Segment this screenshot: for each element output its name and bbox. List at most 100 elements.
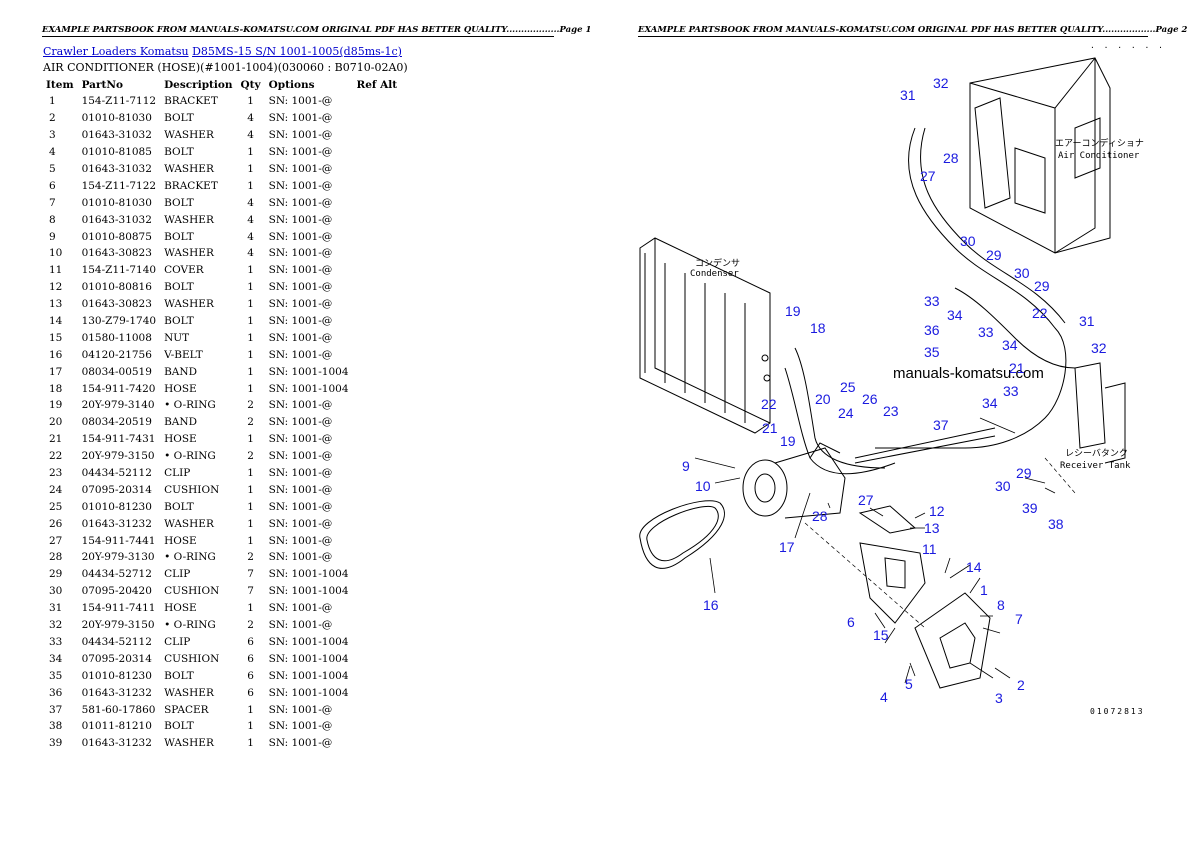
cell-partno: 581-60-17860 — [81, 703, 156, 716]
cell-qty: 2 — [247, 416, 254, 429]
callout-number: 31 — [1079, 313, 1095, 329]
cell-options: SN: 1001-@ — [268, 315, 333, 328]
cell-partno: 07095-20314 — [81, 652, 152, 665]
cell-refalt — [353, 498, 402, 515]
callout-number: 34 — [982, 395, 998, 411]
cell-description: CUSHION — [164, 483, 220, 496]
cell-partno: 20Y-979-3150 — [81, 450, 155, 463]
cell-refalt — [353, 93, 402, 110]
callout-number: 23 — [883, 403, 899, 419]
cell-partno: 01010-81230 — [81, 500, 152, 513]
cell-partno: 01643-31232 — [81, 517, 152, 530]
receiver-tank — [1074, 362, 1126, 464]
col-header-options: Options — [268, 78, 315, 91]
cell-options: SN: 1001-@ — [268, 399, 333, 412]
cell-description: NUT — [164, 331, 190, 344]
cell-options: SN: 1001-@ — [268, 619, 333, 632]
cell-refalt — [353, 481, 402, 498]
cell-options: SN: 1001-@ — [268, 129, 333, 142]
callout-number: 22 — [1032, 305, 1048, 321]
cell-refalt — [353, 701, 402, 718]
cell-refalt — [353, 684, 402, 701]
cell-description: WASHER — [164, 517, 214, 530]
label-condenser-jp: コンデンサ — [695, 257, 740, 269]
cell-options: SN: 1001-1004 — [268, 365, 349, 378]
cell-options: SN: 1001-@ — [268, 298, 333, 311]
cell-partno: 04120-21756 — [81, 348, 152, 361]
cell-qty: 4 — [247, 213, 254, 226]
cell-description: HOSE — [164, 433, 197, 446]
condenser-unit — [639, 237, 771, 434]
cell-partno: 04434-52112 — [81, 635, 152, 648]
cell-description: SPACER — [164, 703, 209, 716]
cell-description: BOLT — [164, 669, 194, 682]
cell-partno: 154-911-7441 — [81, 534, 156, 547]
cell-item: 27 — [49, 534, 63, 547]
cell-refalt — [353, 194, 402, 211]
cell-item: 3 — [49, 129, 56, 142]
page-subtitle: AIR CONDITIONER (HOSE)(#1001-1004)(03006… — [43, 61, 408, 74]
cell-options: SN: 1001-@ — [268, 95, 333, 108]
cell-qty: 1 — [247, 382, 254, 395]
cell-partno: 154-Z11-7140 — [81, 264, 157, 277]
cell-item: 24 — [49, 483, 63, 496]
cell-item: 11 — [49, 264, 63, 277]
diagram-text: エアーコンディショナ Air Conditioner コンデンサ Condens… — [690, 41, 1165, 716]
cell-refalt — [353, 262, 402, 279]
cell-partno: 08034-00519 — [81, 365, 152, 378]
parts-table: Item PartNo Description Qty Options Ref … — [42, 76, 401, 752]
cell-item: 28 — [49, 551, 63, 564]
cell-options: SN: 1001-@ — [268, 433, 333, 446]
cell-qty: 1 — [247, 264, 254, 277]
breadcrumb-link-category[interactable]: Crawler Loaders Komatsu — [43, 45, 189, 58]
callout-number: 34 — [947, 307, 963, 323]
cell-description: CLIP — [164, 568, 191, 581]
callout-number: 27 — [920, 168, 936, 184]
callout-number: 12 — [929, 503, 945, 519]
cell-refalt — [353, 414, 402, 431]
cell-description: WASHER — [164, 298, 214, 311]
callout-number: 33 — [1003, 383, 1019, 399]
cell-item: 26 — [49, 517, 63, 530]
callout-number: 6 — [847, 614, 855, 630]
callout-number: 25 — [840, 379, 856, 395]
cell-description: BAND — [164, 365, 197, 378]
cell-description: WASHER — [164, 213, 214, 226]
cell-qty: 1 — [247, 331, 254, 344]
cell-partno: 01643-30823 — [81, 298, 152, 311]
cell-refalt — [353, 144, 402, 161]
breadcrumb-link-model[interactable]: D85MS-15 S/N 1001-1005(d85ms-1c) — [192, 45, 402, 58]
cell-item: 36 — [49, 686, 63, 699]
cell-options: SN: 1001-@ — [268, 196, 333, 209]
label-receiver-en: Receiver Tank — [1060, 461, 1131, 471]
cell-options: SN: 1001-@ — [268, 467, 333, 480]
callout-number: 28 — [812, 508, 828, 524]
cell-options: SN: 1001-@ — [268, 720, 333, 733]
callout-number: 4 — [880, 689, 888, 705]
cell-qty: 1 — [247, 281, 254, 294]
cell-qty: 2 — [247, 551, 254, 564]
cover-11 — [858, 505, 917, 534]
cell-refalt — [353, 566, 402, 583]
callout-number: 30 — [1014, 265, 1030, 281]
cell-item: 34 — [49, 652, 63, 665]
cell-partno: 04434-52112 — [81, 467, 152, 480]
cell-qty: 1 — [247, 433, 254, 446]
cell-item: 9 — [49, 230, 56, 243]
cell-refalt — [353, 448, 402, 465]
cell-description: BOLT — [164, 315, 194, 328]
